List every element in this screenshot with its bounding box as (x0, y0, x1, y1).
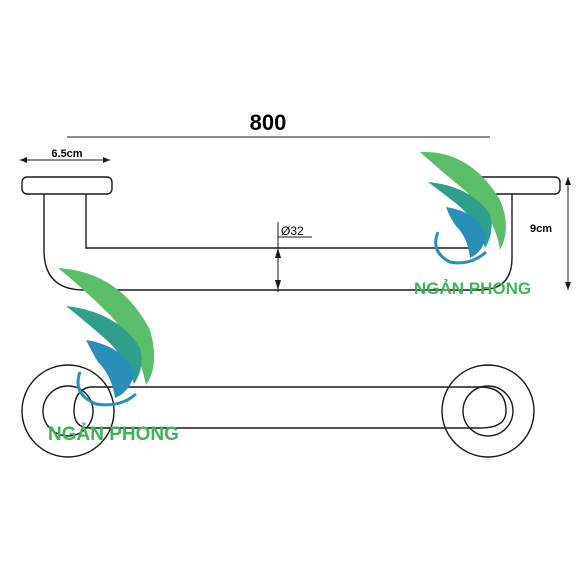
length-label: 800 (250, 110, 287, 135)
right-mount-outer (441, 364, 535, 458)
diameter-label: Ø32 (281, 224, 304, 238)
front-bar-body (90, 386, 507, 429)
height-label: 9cm (530, 223, 552, 235)
left-mount-outer (21, 364, 115, 458)
watermark-logo-left (58, 268, 155, 407)
watermark-text-left: NGẢN PHONG (48, 423, 179, 445)
right-mount-inner (462, 385, 514, 437)
front-view (21, 364, 535, 458)
watermark-text-right: NGẢN PHONG (414, 279, 531, 298)
left-flange (21, 176, 113, 195)
flange-width-label: 6.5cm (51, 148, 82, 160)
left-mount-inner (42, 385, 94, 437)
watermark-logo-right (420, 151, 506, 265)
